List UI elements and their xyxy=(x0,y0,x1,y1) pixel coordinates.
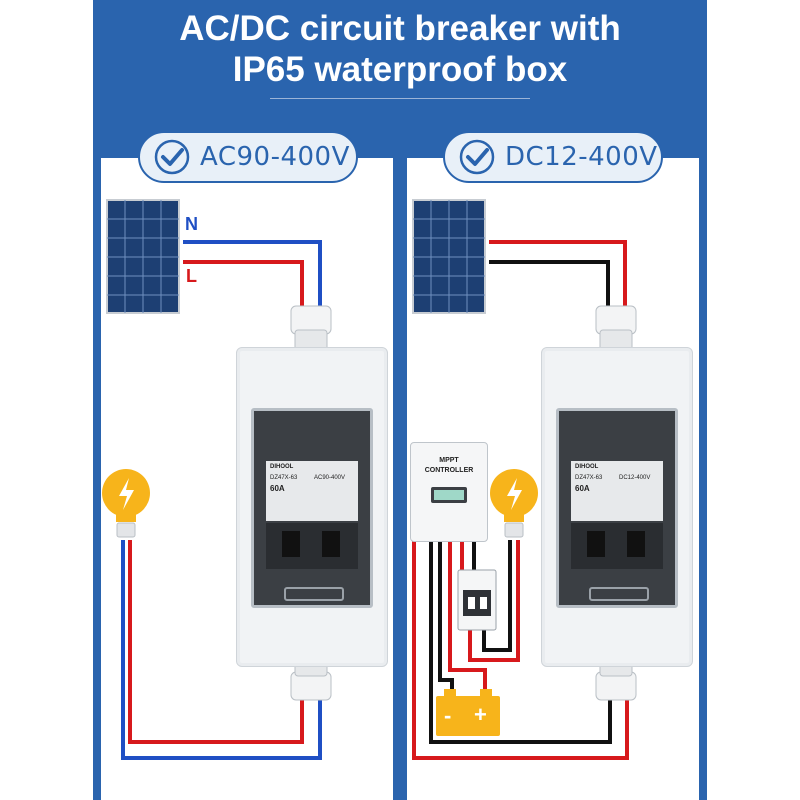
breaker-brand: DIHOOL xyxy=(575,464,599,470)
breaker-rating: 60A xyxy=(575,484,590,493)
solar-panel-icon xyxy=(412,199,486,314)
check-circle-icon xyxy=(459,139,495,175)
negative-wire xyxy=(429,540,612,744)
dc-breaker-label-plate: DIHOOL DZ47X-63 60A DC12-400V xyxy=(571,461,663,521)
breaker-body xyxy=(266,523,358,569)
light-bulb-icon xyxy=(102,469,150,538)
ac-voltage-label: AC90-400V xyxy=(200,142,350,172)
breaker-spec: AC90-400V xyxy=(314,475,346,481)
negative-wire xyxy=(482,540,512,652)
check-circle-icon xyxy=(154,139,190,175)
positive-wire xyxy=(489,240,627,308)
breaker-body xyxy=(571,523,663,569)
light-bulb-icon xyxy=(490,469,538,538)
live-wire xyxy=(128,540,304,744)
positive-wire xyxy=(448,540,487,690)
breaker-window: DIHOOL DZ47X-63 60A AC90-400V xyxy=(251,408,373,608)
ac-breaker-label-plate: DIHOOL DZ47X-63 60A AC90-400V xyxy=(266,461,358,521)
dc-mini-breaker-icon xyxy=(457,569,497,631)
negative-wire xyxy=(438,540,454,690)
battery-icon xyxy=(436,689,500,736)
display-screen xyxy=(434,490,464,500)
solar-panel-icon xyxy=(106,199,180,314)
breaker-rating: 60A xyxy=(270,484,285,493)
positive-wire xyxy=(412,540,629,760)
neutral-wire xyxy=(121,540,322,760)
controller-label: CONTROLLER xyxy=(424,467,474,474)
cable-gland-icon xyxy=(595,305,637,351)
battery-minus-label: - xyxy=(444,703,452,728)
live-label: L xyxy=(186,266,197,286)
title-line-2: IP65 waterproof box xyxy=(232,50,568,89)
battery-plus-label: + xyxy=(474,702,487,727)
neutral-wire xyxy=(183,240,322,308)
ac-voltage-badge: AC90-400V xyxy=(138,131,358,183)
mppt-label: MPPT xyxy=(439,457,459,464)
mppt-display xyxy=(431,487,467,503)
dc-waterproof-box: DIHOOL DZ47X-63 60A DC12-400V xyxy=(541,347,693,667)
cable-gland-icon xyxy=(290,305,332,351)
breaker-switch[interactable] xyxy=(627,531,645,557)
breaker-window: DIHOOL DZ47X-63 60A DC12-400V xyxy=(556,408,678,608)
positive-wire xyxy=(468,540,520,662)
latch-handle[interactable] xyxy=(284,587,344,601)
live-wire xyxy=(183,260,304,308)
breaker-switch[interactable] xyxy=(322,531,340,557)
negative-wire xyxy=(489,260,610,308)
dc-voltage-label: DC12-400V xyxy=(505,142,658,172)
latch-handle[interactable] xyxy=(589,587,649,601)
breaker-spec: DC12-400V xyxy=(619,475,651,481)
mppt-controller: MPPT CONTROLLER xyxy=(410,442,488,542)
neutral-label: N xyxy=(185,214,198,234)
title-divider xyxy=(270,98,530,99)
ac-waterproof-box: DIHOOL DZ47X-63 60A AC90-400V xyxy=(236,347,388,667)
title-line-1: AC/DC circuit breaker with xyxy=(179,9,621,48)
breaker-switch[interactable] xyxy=(282,531,300,557)
breaker-brand: DIHOOL xyxy=(270,464,294,470)
breaker-model: DZ47X-63 xyxy=(575,475,603,481)
breaker-model: DZ47X-63 xyxy=(270,475,298,481)
breaker-switch[interactable] xyxy=(587,531,605,557)
dc-voltage-badge: DC12-400V xyxy=(443,131,663,183)
